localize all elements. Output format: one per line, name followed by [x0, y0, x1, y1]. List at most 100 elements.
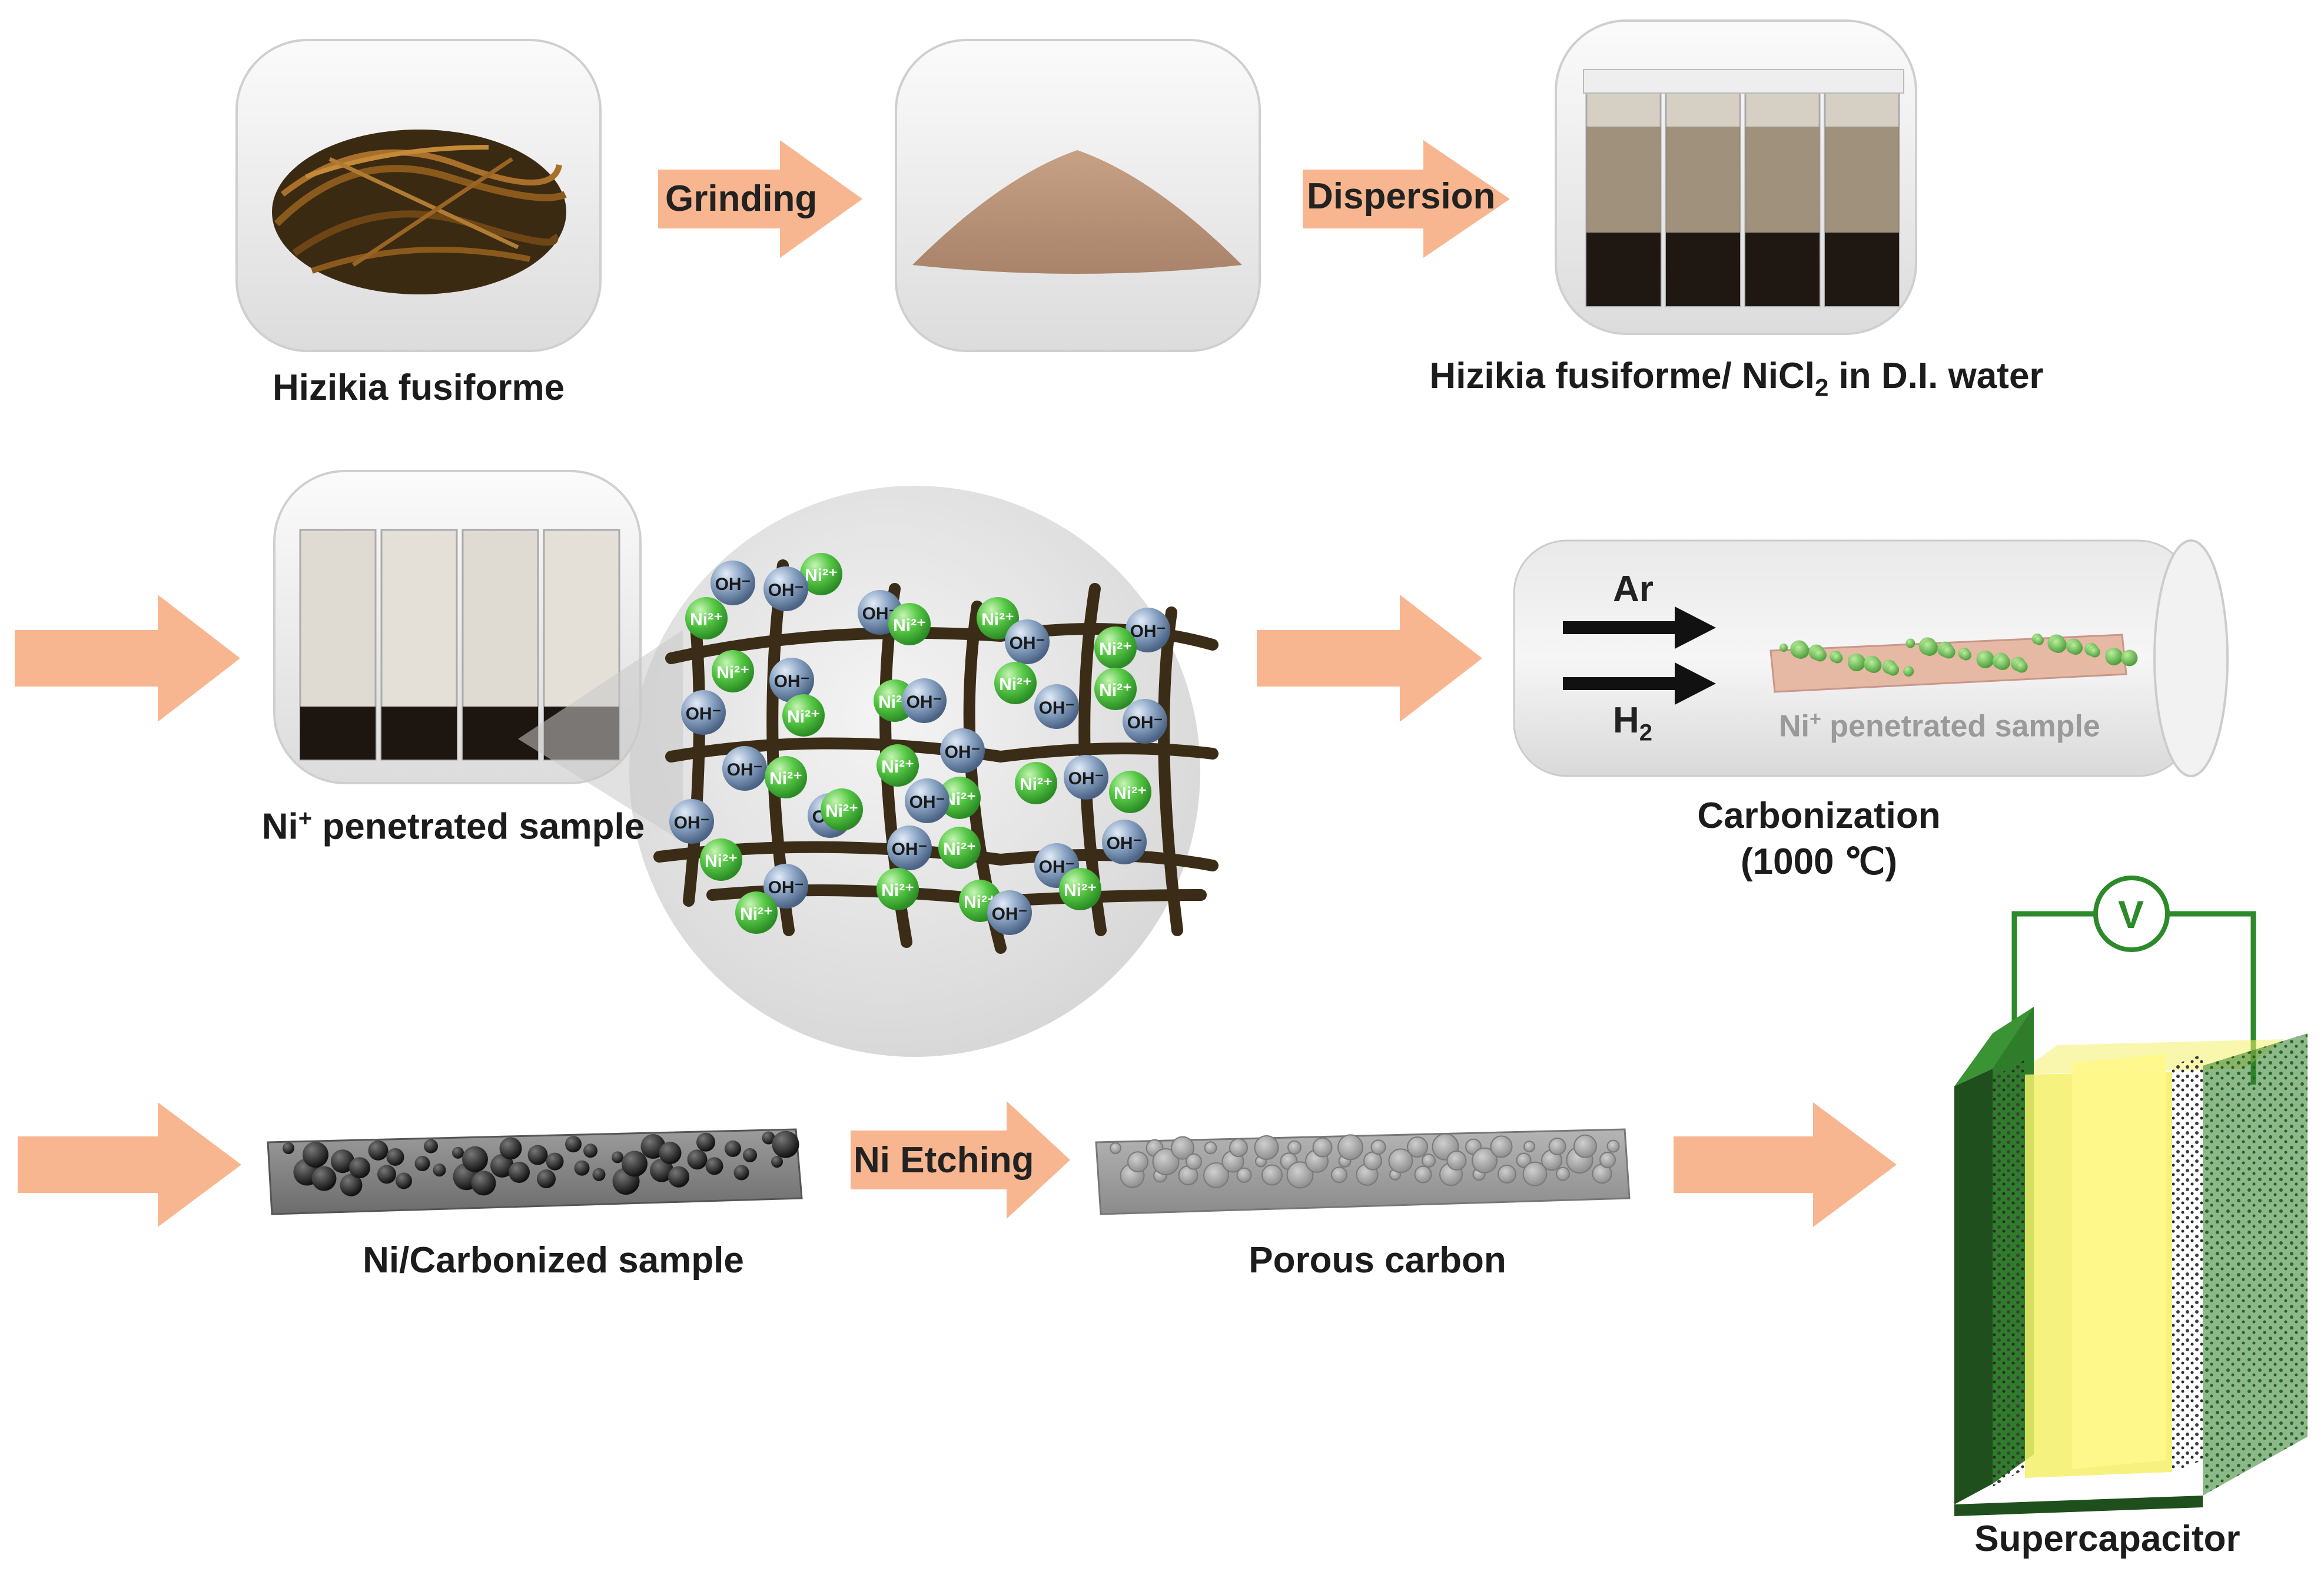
nickel-particle — [527, 1145, 548, 1165]
ar-gas-arrow — [1563, 606, 1716, 649]
nickel-particle — [377, 1165, 396, 1184]
nickel-particle — [1887, 664, 1899, 676]
solution-label-sub: 2 — [1815, 373, 1829, 402]
svg-text:Ni²⁺: Ni²⁺ — [690, 610, 723, 629]
pore — [1573, 1134, 1597, 1158]
nickel-particle — [2034, 635, 2044, 645]
nickel-particle — [696, 1132, 715, 1152]
supercap-label: Supercapacitor — [1974, 1519, 2240, 1559]
svg-text:Ni²⁺: Ni²⁺ — [943, 840, 976, 859]
vials-image — [1583, 69, 1904, 307]
svg-text:Ni²⁺: Ni²⁺ — [1020, 775, 1053, 794]
nickel-ion: Ni²⁺ — [821, 788, 863, 831]
pore — [1548, 1138, 1566, 1155]
svg-text:OH⁻: OH⁻ — [1039, 698, 1075, 718]
pore — [1236, 1167, 1252, 1183]
nickel-particle — [414, 1156, 430, 1172]
pore — [1186, 1153, 1202, 1170]
nickel-particle — [612, 1151, 623, 1163]
vials-tile — [1555, 19, 1917, 335]
nickel-ion: Ni²⁺ — [1094, 626, 1137, 669]
nickel-ion: Ni²⁺ — [685, 597, 728, 639]
pore — [1337, 1134, 1363, 1161]
nickel-particle — [1779, 644, 1788, 652]
nickel-particle — [303, 1142, 328, 1168]
nickel-particle — [583, 1143, 597, 1158]
nickel-particle — [668, 1166, 689, 1188]
nickel-particle — [499, 1137, 522, 1160]
nickel-particle — [2089, 647, 2100, 658]
svg-text:OH⁻: OH⁻ — [768, 878, 804, 897]
pore — [1152, 1148, 1180, 1175]
dispersion-arrow — [1303, 140, 1510, 258]
nickel-particle — [283, 1142, 294, 1154]
supercapacitor — [1954, 876, 2308, 1516]
ar-label: Ar — [1613, 569, 1654, 609]
nickel-ion: Ni²⁺ — [1094, 668, 1137, 710]
pore — [1414, 1165, 1432, 1184]
nickel-particle — [1921, 639, 1938, 656]
h2-label-main: H — [1613, 700, 1639, 741]
ni-carbonized-strip — [267, 1128, 803, 1215]
nickel-ion: Ni²⁺ — [994, 662, 1037, 704]
svg-text:OH⁻: OH⁻ — [907, 692, 942, 712]
nickel-ion: Ni²⁺ — [1109, 771, 1151, 813]
row2-left-arrow — [15, 595, 240, 722]
nickel-particle — [622, 1151, 648, 1177]
svg-text:Ni²⁺: Ni²⁺ — [1099, 639, 1132, 659]
nickel-ion: Ni²⁺ — [888, 603, 931, 645]
carbonization-label: Carbonization — [1697, 795, 1941, 836]
pore — [1490, 1135, 1513, 1158]
svg-text:Ni²⁺: Ni²⁺ — [1064, 881, 1097, 900]
powder-pile — [912, 150, 1242, 274]
grinding-label: Grinding — [665, 178, 818, 219]
voltmeter-wire — [2011, 911, 2096, 1063]
zoom-wedge — [518, 630, 683, 842]
hydroxide-ion: OH⁻ — [905, 778, 949, 823]
svg-text:OH⁻: OH⁻ — [992, 904, 1028, 924]
nickel-ion: Ni²⁺ — [782, 694, 825, 737]
pore — [1522, 1161, 1548, 1186]
svg-text:Ni²⁺: Ni²⁺ — [981, 610, 1014, 629]
nickel-ion: Ni²⁺ — [877, 744, 919, 787]
nickel-particle — [771, 1156, 783, 1168]
nickel-particle — [659, 1142, 682, 1165]
pore — [1556, 1166, 1570, 1181]
nickel-particle — [743, 1148, 757, 1162]
nickel-particle — [762, 1131, 775, 1145]
nickel-particle — [452, 1146, 464, 1159]
pore — [1331, 1166, 1347, 1184]
furnace-sample-label-tail: penetrated sample — [1821, 709, 2100, 744]
nickel-particle — [1814, 648, 1827, 662]
separator — [2072, 1054, 2166, 1469]
hydroxide-ion: OH⁻ — [1005, 619, 1050, 664]
pore — [1407, 1136, 1428, 1158]
nickel-ion: Ni²⁺ — [800, 553, 842, 595]
row3-left-arrow — [18, 1102, 241, 1227]
nickel-particle — [1832, 652, 1843, 664]
hydroxide-ion: OH⁻ — [1123, 699, 1167, 744]
hydroxide-ion: OH⁻ — [1064, 755, 1108, 800]
nickel-particle — [1961, 649, 1971, 661]
pore — [1204, 1141, 1217, 1155]
nickel-ion: Ni²⁺ — [765, 756, 807, 798]
nickel-particle — [1905, 638, 1915, 648]
pore — [1229, 1138, 1248, 1158]
nickel-particle — [424, 1139, 438, 1153]
h2-label: H2 — [1613, 700, 1652, 746]
hydroxide-ion: OH⁻ — [763, 566, 808, 611]
right-carbon-layer — [2172, 1054, 2203, 1472]
h2-gas-arrow — [1563, 662, 1716, 705]
pore — [1127, 1151, 1148, 1173]
nickel-particle — [1903, 666, 1914, 677]
svg-text:OH⁻: OH⁻ — [774, 672, 810, 691]
furnace-sample-label: Ni+ penetrated sample — [1779, 708, 2100, 744]
hydroxide-ion: OH⁻ — [1102, 820, 1147, 864]
pore — [1171, 1136, 1194, 1160]
svg-text:Ni²⁺: Ni²⁺ — [740, 904, 773, 924]
nickel-particle — [650, 1158, 673, 1182]
nickel-particle — [368, 1140, 389, 1161]
pore — [1606, 1139, 1620, 1153]
furnace-sample-label-sup: + — [1810, 708, 1821, 730]
